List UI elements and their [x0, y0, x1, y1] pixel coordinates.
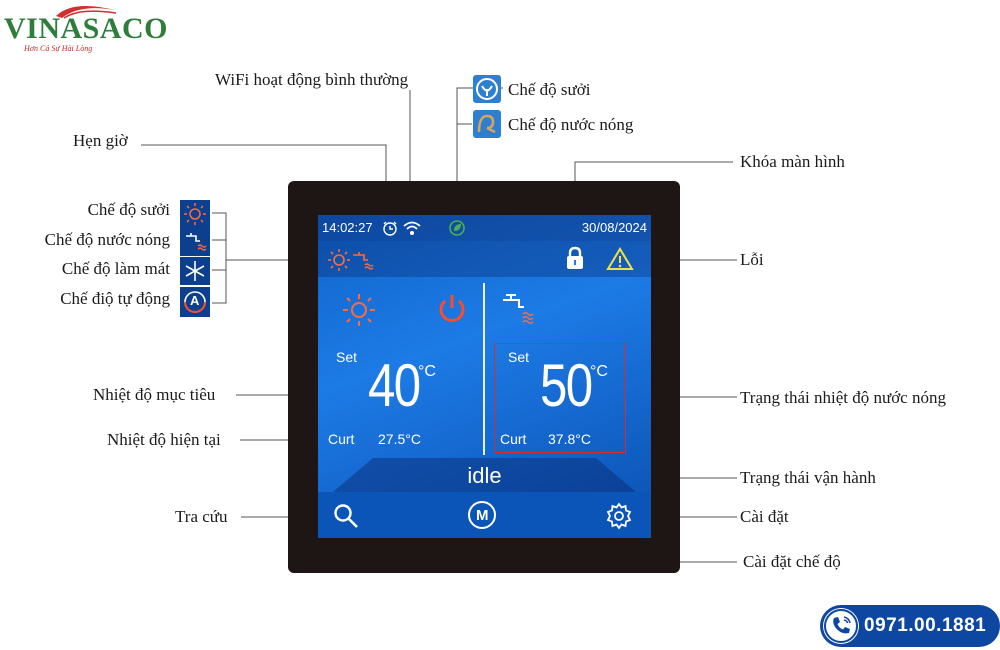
label-hot-water-status: Trạng thái nhiệt độ nước nóng [740, 388, 946, 407]
mode-hot-water-icon [180, 228, 210, 256]
label-target-temp: Nhiệt độ mục tiêu [93, 385, 216, 404]
label-current-temp: Nhiệt độ hiện tại [107, 430, 221, 449]
label-run-status: Trạng thái vận hành [740, 468, 876, 487]
search-icon[interactable] [332, 502, 360, 530]
lock-icon[interactable] [564, 245, 586, 271]
active-heating-icon [328, 249, 350, 271]
logo-tagline: Hơn Cả Sự Hài Lòng [24, 44, 93, 53]
left-set-label: Set [336, 349, 358, 365]
label-mode-heating: Chế độ sưởi [87, 200, 170, 219]
label-error: Lỗi [740, 250, 764, 269]
left-unit: °C [418, 363, 436, 380]
right-curt-value: 37.8°C [548, 431, 591, 447]
mode-auto-icon: A [180, 287, 210, 317]
mode-icon: M [476, 507, 489, 524]
panel-divider [483, 283, 485, 455]
label-lookup: Tra cứu [175, 507, 228, 526]
right-curt-label: Curt [500, 431, 527, 447]
wifi-icon [403, 221, 421, 235]
left-curt-label: Curt [328, 431, 355, 447]
label-top-hot-water: Chế độ nước nóng [508, 115, 634, 134]
logo-text: VINASACO [4, 12, 169, 45]
heating-panel[interactable]: Set 40 °C Curt 27.5°C [318, 277, 484, 467]
hot-water-highlight [494, 343, 626, 453]
active-hot-water-icon [353, 252, 374, 270]
left-curt-value: 27.5°C [378, 431, 421, 447]
sun-icon [343, 294, 375, 326]
label-settings: Cài đặt [740, 507, 789, 526]
mode-button[interactable]: M [468, 501, 496, 529]
faucet-icon [503, 294, 534, 324]
mode-cooling-icon [180, 257, 210, 285]
label-mode-settings: Cài đặt chế độ [743, 552, 841, 571]
right-set-value[interactable]: 50 [540, 352, 593, 419]
label-screen-lock: Khóa màn hình [740, 152, 845, 171]
label-wifi: WiFi hoạt động bình thường [215, 70, 409, 89]
clock-time: 14:02:27 [322, 220, 373, 235]
warning-icon[interactable] [606, 246, 634, 272]
gear-icon[interactable] [604, 501, 634, 531]
top-hot-water-mode-icon [473, 110, 501, 138]
hotline-number: 0971.00.1881 [864, 615, 987, 636]
date: 30/08/2024 [581, 220, 647, 235]
hotline-badge[interactable]: 0971.00.1881 [820, 605, 1000, 647]
mode-heating-icon [180, 200, 210, 228]
hot-water-panel[interactable]: Set 50 °C Curt 37.8°C [485, 277, 651, 467]
bottom-bar: M [318, 492, 651, 538]
phone-icon [823, 608, 859, 644]
brand-logo: VINASACO Hơn Cả Sự Hài Lòng [4, 2, 168, 57]
status-band [333, 458, 636, 492]
label-timer: Hẹn giờ [73, 131, 128, 150]
power-icon[interactable] [434, 291, 470, 327]
auto-letter: A [190, 293, 200, 308]
right-set-label: Set [508, 349, 530, 365]
run-status: idle [467, 463, 502, 488]
mode-row [318, 241, 651, 277]
left-set-value[interactable]: 40 [368, 352, 421, 419]
right-unit: °C [590, 363, 608, 380]
label-top-heating: Chế độ sưởi [508, 80, 591, 99]
logo-swoosh-icon [56, 6, 117, 19]
status-bar: 14:02:27 30/08/2024 [318, 215, 651, 241]
label-mode-cooling: Chế độ làm mát [61, 259, 170, 278]
thermostat-screen: 14:02:27 30/08/2024 Set 40 °C Curt 27.5°… [318, 215, 651, 538]
leaf-icon [449, 220, 465, 236]
label-mode-hot-water: Chế độ nước nóng [44, 230, 170, 249]
label-mode-auto: Chế điộ tự động [60, 289, 170, 308]
top-heating-mode-icon [473, 75, 501, 103]
clock-icon [383, 221, 397, 236]
